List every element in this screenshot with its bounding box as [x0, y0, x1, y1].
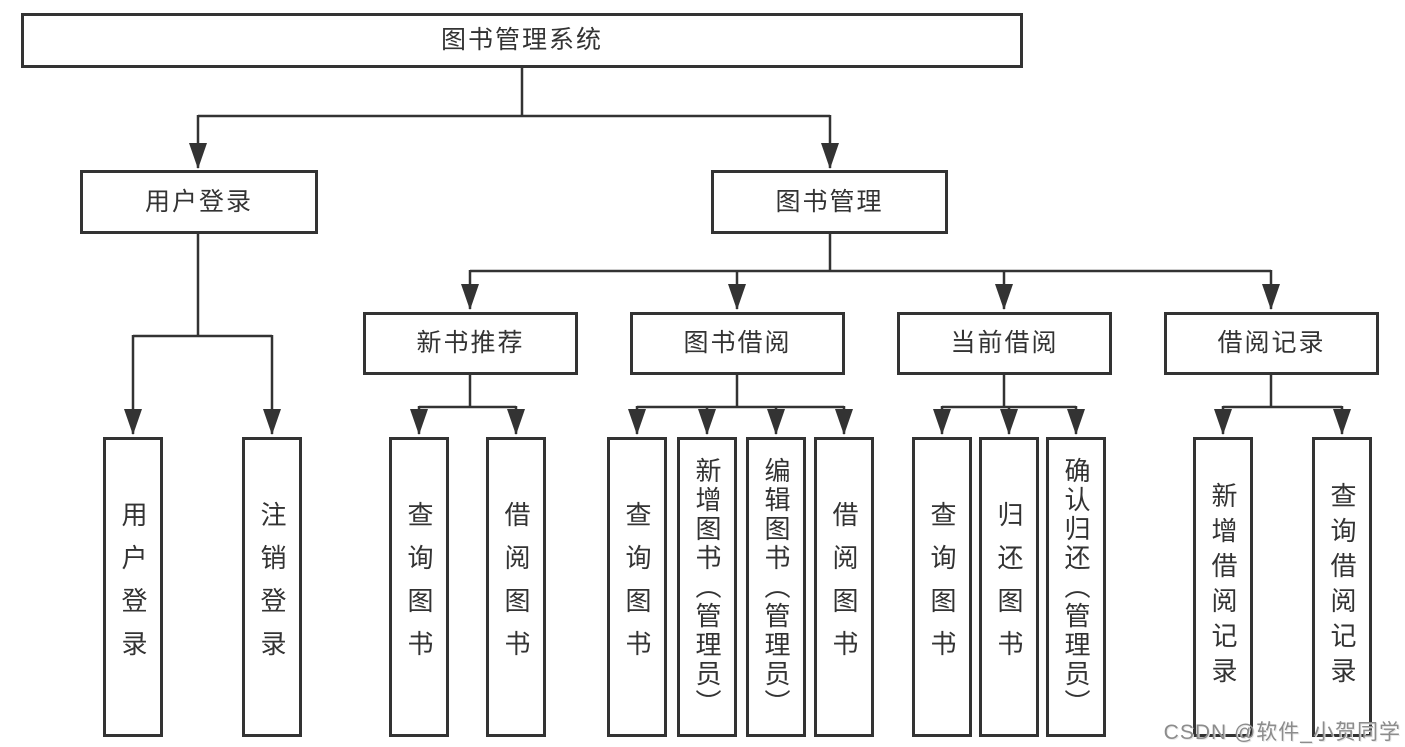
leaf-return-books: 归还图书: [979, 437, 1039, 737]
leaf-edit-books-admin: 编辑图书（管理员）: [746, 437, 806, 737]
leaf-query-borrow-record: 查询借阅记录: [1312, 437, 1372, 737]
node-book-borrow: 图书借阅: [630, 312, 845, 375]
node-borrow-records: 借阅记录: [1164, 312, 1379, 375]
node-new-book-recommend: 新书推荐: [363, 312, 578, 375]
leaf-query-books-borrow: 查询图书: [607, 437, 667, 737]
node-library-system: 图书管理系统: [21, 13, 1023, 68]
leaf-logout: 注销登录: [242, 437, 302, 737]
leaf-borrow-books: 借阅图书: [814, 437, 874, 737]
leaf-borrow-books-recommend: 借阅图书: [486, 437, 546, 737]
node-book-management: 图书管理: [711, 170, 948, 234]
csdn-watermark: CSDN @软件_小贺同学: [1163, 721, 1401, 744]
leaf-confirm-return-admin: 确认归还（管理员）: [1046, 437, 1106, 737]
leaf-query-books-recommend: 查询图书: [389, 437, 449, 737]
leaf-add-books-admin: 新增图书（管理员）: [677, 437, 737, 737]
leaf-add-borrow-record: 新增借阅记录: [1193, 437, 1253, 737]
node-user-login: 用户登录: [80, 170, 318, 234]
leaf-user-login: 用户登录: [103, 437, 163, 737]
leaf-query-books-current: 查询图书: [912, 437, 972, 737]
node-current-borrow: 当前借阅: [897, 312, 1112, 375]
